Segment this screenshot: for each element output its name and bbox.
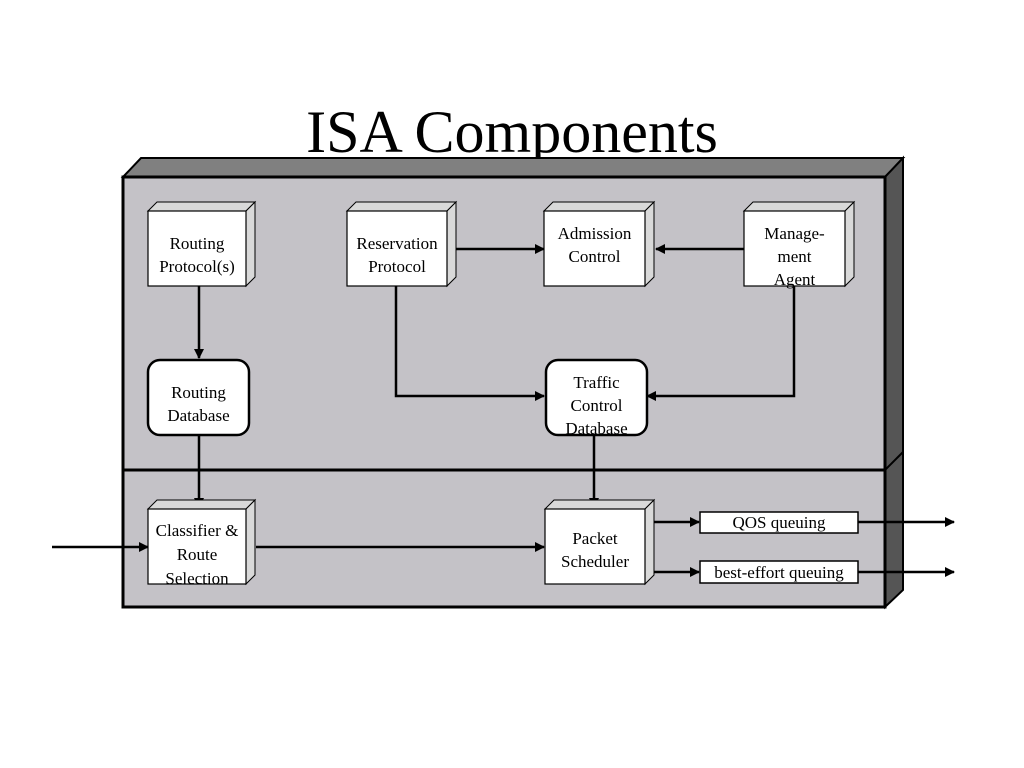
box-reservation-protocol-top-face (345, 201, 458, 212)
box-management-agent-label-line: Manage- (764, 224, 825, 243)
box-packet-scheduler-front-face (544, 508, 646, 585)
box-traffic-control-database-label-line: Control (571, 396, 623, 415)
box-reservation-protocol-side-face (446, 200, 457, 288)
box-routing-database-label-line: Database (167, 406, 229, 425)
box-management-agent-top-face (742, 201, 856, 212)
box-classifier-route-selection-label-line: Route (177, 545, 218, 564)
arrow-management-to-traffic-control (646, 286, 796, 401)
box-admission-control-front-face (543, 210, 646, 287)
box-management-agent-label-line: Agent (774, 270, 816, 289)
box-traffic-control-database-label-line: Database (565, 419, 627, 438)
box-classifier-route-selection-label-line: Selection (165, 569, 229, 588)
box-packet-scheduler-side-face (644, 498, 655, 586)
qos-queue-box (699, 511, 859, 534)
box-routing-protocols-label-line: Routing (170, 234, 225, 253)
box-reservation-protocol-label-line: Protocol (368, 257, 426, 276)
box-classifier-route-selection-side-face (245, 498, 256, 586)
box-packet-scheduler-label-line: Scheduler (561, 552, 629, 571)
arrow-reservation-to-traffic-control (394, 286, 545, 401)
panel-top-face (120, 157, 906, 178)
box-classifier-route-selection-top-face (146, 499, 257, 510)
connectors (52, 244, 955, 577)
box-admission-control-label-line: Control (569, 247, 621, 266)
box-packet-scheduler-top-face (543, 499, 656, 510)
box-management-agent-side-face (844, 200, 855, 288)
box-admission-control-top-face (542, 201, 656, 212)
box-routing-protocols-front-face (147, 210, 247, 287)
box-classifier-route-selection-label-line: Classifier & (156, 521, 239, 540)
box-classifier-route-selection-front-face (147, 508, 247, 585)
slide-title: ISA Components (306, 99, 718, 158)
box-routing-protocols-label-line: Protocol(s) (159, 257, 235, 276)
box-admission-control-side-face (644, 200, 655, 288)
best-effort-queue: best-effort queuing (699, 560, 859, 584)
box-routing-database-label-line: Routing (171, 383, 226, 402)
box-management-agent-front-face (743, 210, 846, 287)
box-routing-protocols-top-face (146, 201, 257, 212)
qos-queue: QOS queuing (699, 511, 859, 534)
box-routing-protocols-side-face (245, 200, 256, 288)
box-packet-scheduler-label-line: Packet (572, 529, 618, 548)
best-effort-queue-box (699, 560, 859, 584)
box-management-agent-label-line: ment (778, 247, 812, 266)
qos-queue-label: QOS queuing (732, 513, 826, 532)
box-routing-database-outline (146, 358, 251, 437)
best-effort-queue-label: best-effort queuing (714, 563, 844, 582)
box-admission-control-label-line: Admission (558, 224, 632, 243)
box-reservation-protocol-front-face (346, 210, 448, 287)
box-reservation-protocol-label-line: Reservation (356, 234, 438, 253)
panel-side-face (884, 155, 904, 610)
box-traffic-control-database-label-line: Traffic (573, 373, 620, 392)
box-traffic-control-database-outline (544, 358, 649, 437)
panel-side-divider (884, 451, 904, 471)
